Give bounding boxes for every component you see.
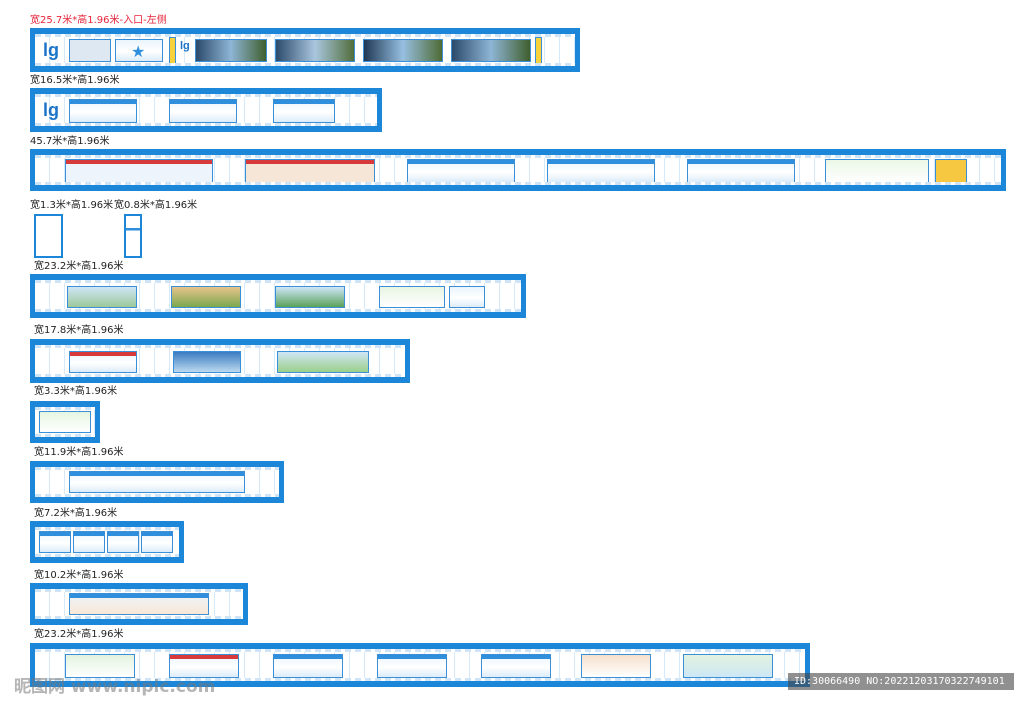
dimension-label: 宽23.2米*高1.96米 [34, 629, 124, 640]
logo-lg: lg [43, 100, 59, 120]
info-board [273, 654, 343, 678]
info-board [73, 531, 105, 553]
info-board [481, 654, 551, 678]
red-banner-board [65, 159, 213, 183]
wall-panel [30, 339, 410, 383]
info-board [141, 531, 173, 553]
photo-board [363, 39, 443, 62]
wall-panel-small [30, 401, 100, 443]
wall-panel-long [30, 149, 1006, 191]
dimension-label: 宽25.7米*高1.96米-入口-左侧 [30, 15, 167, 26]
slogan-board [277, 351, 369, 373]
panel-surface [35, 649, 805, 681]
slogan-board [171, 286, 241, 308]
slogan-board [449, 286, 485, 308]
info-board-green [825, 159, 929, 183]
panel-surface: lg [35, 94, 377, 126]
dimension-label: 宽23.2米*高1.96米 [34, 261, 124, 272]
watermark: 昵图网 www.nipic.com [14, 677, 216, 697]
info-board [683, 654, 773, 678]
info-board-wide [69, 471, 245, 493]
green-board [39, 411, 91, 433]
info-board [407, 159, 515, 183]
logo-lg: lg [43, 40, 59, 60]
panel-surface: lg ★ lg [35, 34, 575, 66]
photo-board [451, 39, 531, 62]
panel-surface [35, 467, 279, 497]
info-board [273, 99, 335, 123]
red-banner-board [245, 159, 375, 183]
dimension-label: 宽16.5米*高1.96米 [30, 75, 120, 86]
panel-surface [35, 407, 95, 437]
panel-surface [35, 155, 1001, 185]
info-board [377, 654, 447, 678]
info-board [687, 159, 795, 183]
slogan-board [379, 286, 445, 308]
info-board [69, 351, 137, 373]
vertical-board [34, 214, 63, 258]
dimension-label: 宽17.8米*高1.96米 [34, 325, 124, 336]
slogan-board [173, 351, 241, 373]
image-id-bar: ID:30066490 NO:20221203170322749101 [788, 673, 1014, 690]
wall-panel [30, 521, 184, 563]
panel-surface [35, 527, 179, 557]
info-board [39, 531, 71, 553]
slogan-board [67, 286, 137, 308]
logo-lg-small: lg [180, 40, 190, 52]
yellow-tag [535, 37, 542, 64]
dimension-label: 宽7.2米*高1.96米 [34, 508, 118, 519]
vertical-board-narrow [124, 214, 142, 258]
star-icon: ★ [131, 42, 146, 61]
info-board [169, 654, 239, 678]
info-board [169, 99, 237, 123]
wall-panel [30, 643, 810, 687]
photo-board [275, 39, 355, 62]
wall-panel: lg [30, 88, 382, 132]
dimension-label: 宽10.2米*高1.96米 [34, 570, 124, 581]
text-board [69, 39, 111, 62]
info-board [581, 654, 651, 678]
panel-surface [35, 589, 243, 619]
dimension-label: 宽3.3米*高1.96米 [34, 386, 118, 397]
yellow-tag [169, 37, 176, 64]
dimension-label: 45.7米*高1.96米 [30, 136, 110, 147]
info-board [107, 531, 139, 553]
dimension-label: 宽11.9米*高1.96米 [34, 447, 124, 458]
wall-panel [30, 274, 526, 318]
wall-panel-entrance-left: lg ★ lg [30, 28, 580, 72]
dimension-label: 宽0.8米*高1.96米 [114, 200, 198, 211]
panel-surface [35, 345, 405, 377]
wall-panel [30, 461, 284, 503]
panel-surface [35, 280, 521, 312]
dimension-label: 宽1.3米*高1.96米 [30, 200, 114, 211]
photo-board [195, 39, 267, 62]
star-board: ★ [115, 39, 163, 62]
info-board [69, 99, 137, 123]
slogan-board [275, 286, 345, 308]
wall-panel [30, 583, 248, 625]
info-board [547, 159, 655, 183]
info-board-wide [69, 593, 209, 615]
helmet-board [935, 159, 967, 183]
